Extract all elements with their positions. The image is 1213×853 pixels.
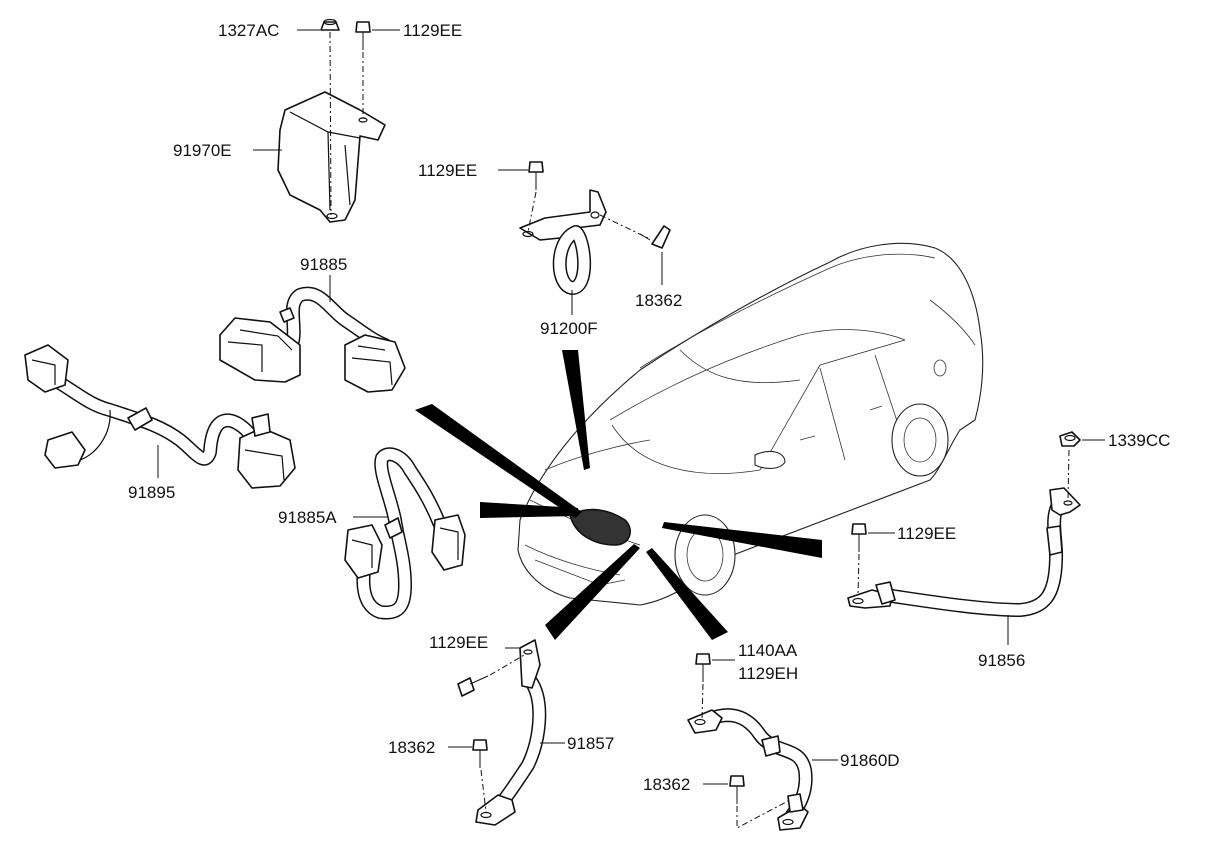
nut-1327ac [320, 18, 340, 31]
label-91885a: 91885A [278, 508, 337, 527]
wedge-91856 [662, 522, 822, 558]
nut-1339cc [1059, 431, 1081, 447]
wedge-91885 [415, 404, 582, 518]
label-91200f: 91200F [540, 319, 598, 338]
label-18362-bottom: 18362 [643, 775, 690, 794]
label-91857: 91857 [567, 734, 614, 753]
part-91200f [519, 189, 607, 295]
part-91885 [219, 286, 406, 393]
label-1339cc: 1339CC [1108, 431, 1170, 450]
bolt-1129ee-top [355, 21, 371, 50]
bolt-1129ee-bottom [457, 675, 489, 697]
part-91856 [847, 487, 1081, 617]
label-1129ee-bottom: 1129EE [429, 633, 488, 652]
part-91970e [277, 91, 386, 223]
part-91885a [344, 447, 466, 620]
label-91860d: 91860D [840, 751, 900, 770]
label-1129ee-mid: 1129EE [418, 161, 477, 180]
bolt-18362-top [639, 225, 671, 249]
bolt-18362-left [472, 739, 488, 768]
part-91857 [475, 639, 547, 826]
pointer-wedges [415, 350, 822, 640]
bolt-18362-bottom [729, 775, 745, 804]
label-1129ee-right: 1129EE [897, 524, 956, 543]
label-1140aa: 1140AA [738, 641, 798, 660]
part-91860d [687, 708, 813, 831]
wedge-91860D [646, 548, 728, 640]
bolt-1129ee-right [851, 523, 867, 552]
wedge-91857 [545, 544, 640, 640]
label-1129ee-top: 1129EE [403, 21, 462, 40]
label-1129eh: 1129EH [738, 664, 798, 683]
label-1327ac: 1327AC [218, 21, 279, 40]
label-91970e: 91970E [173, 141, 232, 160]
label-18362-left: 18362 [388, 738, 435, 757]
label-91885: 91885 [300, 255, 347, 274]
wedge-91200F [562, 350, 590, 470]
label-18362-top: 18362 [635, 291, 682, 310]
bolt-1129ee-mid [528, 161, 544, 190]
label-91856: 91856 [978, 651, 1025, 670]
wedge-91885A [480, 502, 578, 518]
vehicle-illustration [517, 242, 984, 606]
part-91895 [24, 344, 296, 489]
bolt-1140aa [695, 653, 711, 682]
label-91895: 91895 [128, 483, 175, 502]
